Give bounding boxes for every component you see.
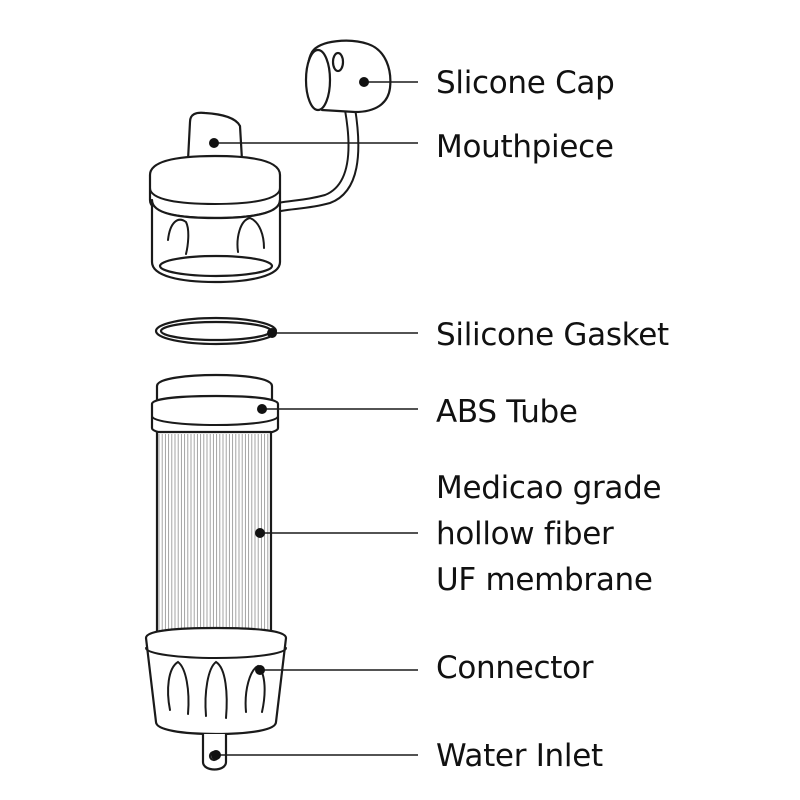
- tether-strap-inner: [271, 107, 360, 214]
- housing-grip-right: [236, 216, 265, 253]
- leader-dot-silicone-cap: [359, 77, 369, 87]
- label-connector: Connector: [436, 650, 594, 686]
- label-mouthpiece: Mouthpiece: [436, 129, 614, 165]
- silicone-gasket-part: [154, 316, 278, 346]
- mouthpiece-part: [148, 111, 282, 284]
- housing-upper: [148, 154, 282, 220]
- silicone-cap-part: [269, 39, 392, 214]
- connector-grip-right: [204, 660, 228, 719]
- leader-dot-water-inlet: [211, 750, 221, 760]
- label-water-inlet: Water Inlet: [436, 738, 603, 774]
- leader-dot-connector: [255, 665, 265, 675]
- membrane-fibers: [158, 434, 269, 642]
- tube-ring-line: [151, 415, 279, 427]
- leader-dot-silicone-gasket: [267, 328, 277, 338]
- leaders: [209, 77, 418, 760]
- tube-ring: [150, 394, 280, 439]
- cap-hole: [331, 51, 345, 73]
- label-membrane-line-1: Medicao grade: [436, 470, 661, 506]
- leader-dot-membrane: [255, 528, 265, 538]
- connector-top-line: [145, 647, 287, 660]
- leader-dot-mouthpiece: [209, 138, 219, 148]
- leader-dot-abs-tube: [257, 404, 267, 414]
- abs-tube-part: [150, 373, 280, 646]
- connector-grip-left: [167, 660, 190, 715]
- housing-grip-left: [167, 218, 190, 255]
- mouthpiece-spout: [186, 111, 244, 162]
- cap-opening: [304, 48, 332, 112]
- label-membrane-line-2: hollow fiber: [436, 516, 614, 552]
- label-silicone-cap: Slicone Cap: [436, 65, 615, 101]
- gasket-inner: [159, 320, 273, 342]
- housing-rim: [158, 254, 274, 278]
- label-silicone-gasket: Silicone Gasket: [436, 317, 669, 353]
- label-abs-tube: ABS Tube: [436, 394, 578, 430]
- labels: Slicone Cap Mouthpiece Silicone Gasket A…: [436, 65, 669, 774]
- label-membrane-line-3: UF membrane: [436, 562, 653, 598]
- tether-strap: [269, 109, 350, 206]
- connector-part: [144, 626, 288, 736]
- membrane-body: [155, 430, 273, 646]
- connector-body: [144, 626, 288, 736]
- housing-band: [149, 187, 281, 206]
